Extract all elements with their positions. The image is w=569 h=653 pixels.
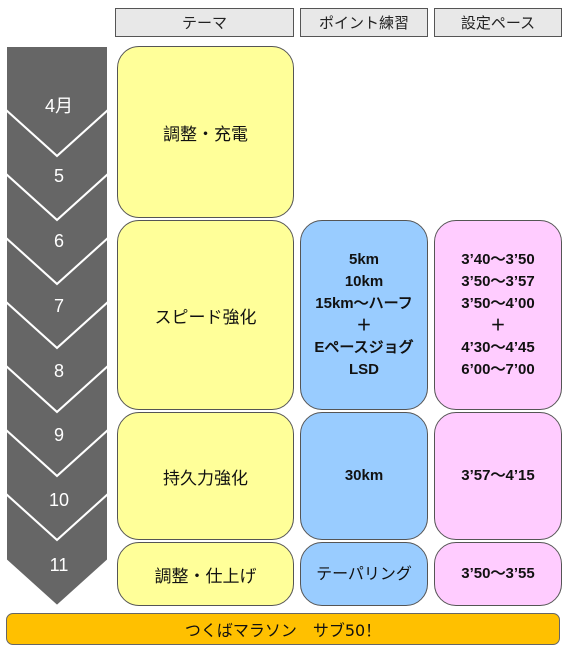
practice-box-speed: 5km 10km 15km～ハーフ ＋ Eペースジョグ LSD — [300, 220, 428, 410]
practice-box-endurance: 30km — [300, 412, 428, 540]
pace-line: 3’50～4’00 — [461, 295, 535, 312]
pace-line: 3’50～3’55 — [461, 565, 535, 582]
practice-line: テーパリング — [316, 564, 412, 583]
goal-banner: つくばマラソン サブ50！ — [6, 613, 560, 645]
goal-banner-label: つくばマラソン サブ50！ — [184, 621, 382, 640]
practice-line: 10km — [344, 273, 384, 290]
practice-line: ＋ — [356, 317, 372, 334]
pace-line: 4’30～4’45 — [461, 339, 535, 356]
month-label-jul: 7 — [53, 296, 64, 316]
theme-label: 調整・仕上げ — [154, 566, 257, 587]
pace-box-speed: 3’40～3’50 3’50～3’57 3’50～4’00 ＋ 4’30～4’4… — [434, 220, 562, 410]
practice-line: 15km～ハーフ — [315, 295, 413, 312]
pace-box-finish: 3’50～3’55 — [434, 542, 562, 606]
practice-box-taper: テーパリング — [300, 542, 428, 606]
pace-line: 3’40～3’50 — [461, 251, 535, 268]
theme-label: 調整・充電 — [163, 124, 248, 145]
theme-box-adjust-finish: 調整・仕上げ — [117, 542, 294, 606]
pace-line: 6’00～7’00 — [461, 361, 535, 378]
pace-line: ＋ — [490, 317, 506, 334]
pace-line: 3’57～4’15 — [461, 467, 535, 484]
practice-line: 30km — [344, 467, 384, 484]
month-label-oct: 10 — [48, 490, 70, 510]
practice-line: 5km — [348, 251, 380, 268]
month-label-nov: 11 — [49, 555, 69, 575]
month-label-jun: 6 — [53, 231, 64, 251]
header-practice: ポイント練習 — [300, 8, 428, 37]
practice-line: LSD — [349, 361, 379, 378]
theme-box-endurance: 持久力強化 — [117, 412, 294, 540]
header-theme: テーマ — [115, 8, 294, 37]
header-pace: 設定ペース — [434, 8, 562, 37]
month-label-aug: 8 — [53, 361, 64, 381]
month-label-may: 5 — [53, 166, 64, 186]
theme-box-adjust-charge: 調整・充電 — [117, 46, 294, 218]
pace-box-endurance: 3’57～4’15 — [434, 412, 562, 540]
month-timeline-arrow — [5, 45, 109, 608]
theme-label: 持久力強化 — [163, 468, 248, 489]
month-label-apr: 4月 — [44, 96, 73, 116]
chevron-segment — [5, 491, 109, 608]
theme-box-speed: スピード強化 — [117, 220, 294, 410]
pace-line: 3’50～3’57 — [461, 273, 535, 290]
month-label-sep: 9 — [53, 425, 64, 445]
theme-label: スピード強化 — [154, 307, 257, 328]
practice-line: Eペースジョグ — [314, 339, 414, 356]
